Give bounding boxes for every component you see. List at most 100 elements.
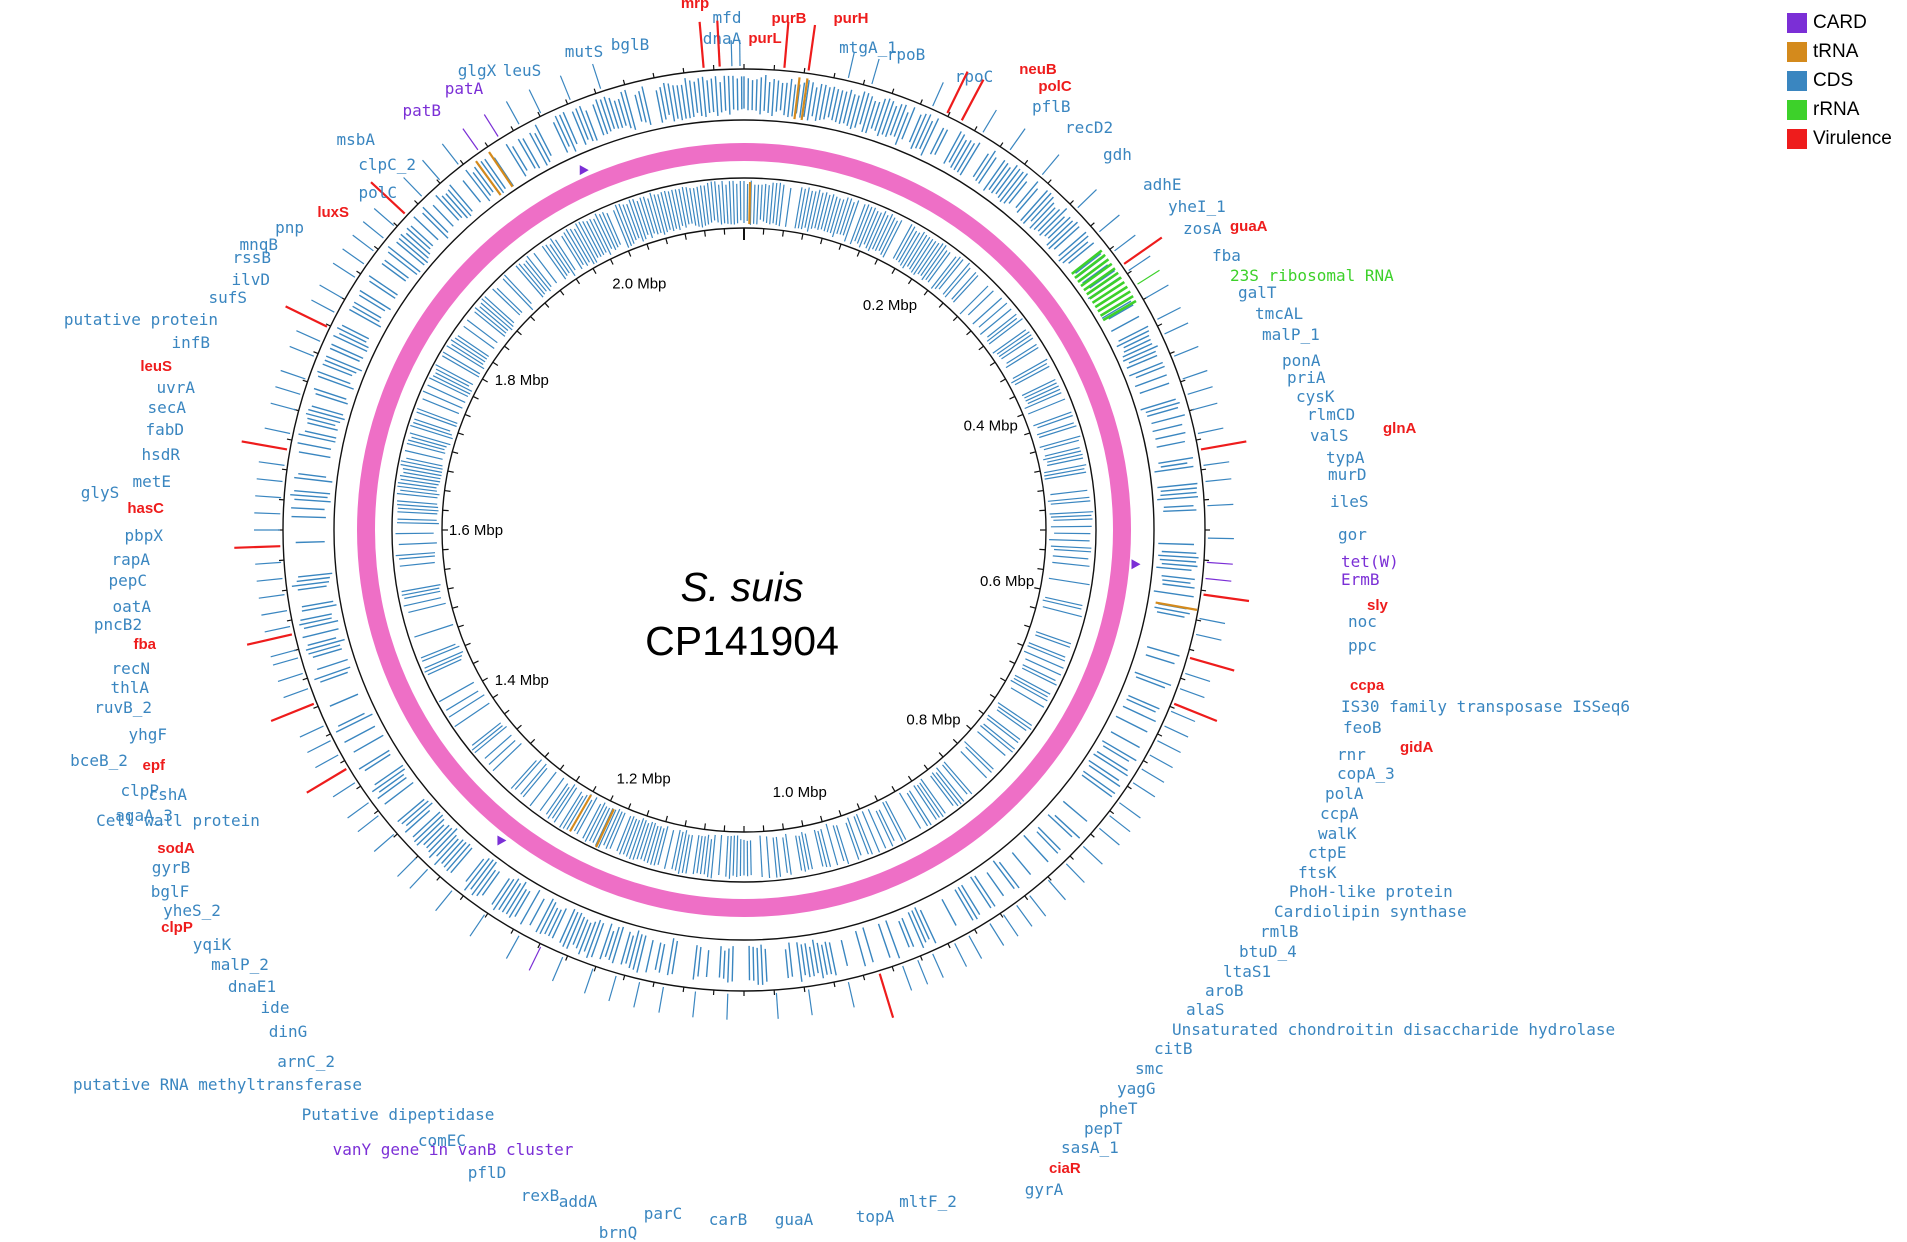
cds-mark (943, 131, 962, 164)
cds-mark (335, 713, 373, 733)
cds-mark (505, 143, 527, 177)
inner-tick (782, 823, 785, 830)
cds-mark (898, 920, 910, 948)
cds-mark (1028, 642, 1066, 658)
gene-label: mfd (713, 8, 742, 27)
gene-label: gidA (1400, 739, 1433, 756)
gene-label: comEC (418, 1131, 466, 1150)
cds-mark (303, 620, 339, 630)
cds-mark (344, 725, 376, 744)
cds-mark (457, 335, 490, 357)
gene-leader-line (241, 440, 288, 451)
cds-mark (369, 280, 396, 299)
cds-mark (990, 166, 1011, 194)
inner-tick (457, 432, 464, 436)
cds-mark (759, 835, 763, 878)
outer-tick (1196, 438, 1202, 441)
cds-mark (920, 243, 944, 277)
cds-mark (1027, 645, 1066, 662)
cds-mark (1043, 450, 1082, 461)
cds-mark (1044, 216, 1065, 237)
inner-tick (1029, 451, 1036, 454)
cds-mark (1044, 468, 1085, 477)
cds-mark (961, 884, 981, 915)
legend-label: Virulence (1813, 127, 1892, 149)
cds-mark (875, 810, 894, 847)
gene-leader-line (1149, 754, 1173, 769)
cds-mark (445, 690, 479, 711)
cds-mark (650, 826, 662, 865)
cds-mark (1037, 209, 1061, 232)
outer-tick (393, 222, 398, 227)
outer-tick (356, 785, 362, 790)
cds-mark (1101, 300, 1132, 319)
legend-label: rRNA (1813, 98, 1860, 120)
gene-label: pnp (275, 218, 304, 237)
cds-mark (474, 307, 507, 334)
cds-mark (1027, 388, 1061, 405)
scale-label: 1.0 Mbp (773, 784, 827, 801)
cds-mark (763, 74, 767, 111)
gene-label: ponA (1282, 351, 1321, 370)
legend-swatch-trna (1787, 41, 1807, 62)
inner-tick (801, 233, 804, 240)
gene-leader-line (1041, 154, 1060, 175)
gene-label: dnaA (703, 29, 742, 48)
cds-mark (787, 78, 793, 118)
outer-tick (833, 72, 836, 78)
gene-label: polA (1325, 784, 1364, 803)
cds-mark (470, 859, 494, 890)
gene-label: recN (111, 659, 150, 678)
cds-mark (1145, 654, 1175, 665)
scale-label: 2.0 Mbp (612, 275, 666, 292)
gene-leader-line (1077, 189, 1097, 209)
inner-tick (978, 345, 984, 351)
cds-mark (1157, 482, 1198, 489)
cds-mark (892, 224, 913, 259)
cds-mark (603, 808, 621, 846)
cds-mark (930, 775, 954, 806)
gene-leader-line (1145, 284, 1169, 299)
outer-tick (1109, 245, 1115, 250)
gene-label: Putative dipeptidase (302, 1105, 495, 1124)
gene-label: gyrA (1025, 1180, 1064, 1199)
inner-tick (966, 330, 972, 336)
outer-tick (537, 111, 541, 117)
inner-tick (1034, 470, 1041, 473)
outer-tick (281, 589, 288, 592)
gene-label: ruvB_2 (94, 698, 152, 717)
inner-tick (782, 230, 785, 237)
cds-mark (432, 204, 454, 227)
cds-mark (320, 671, 348, 683)
cds-mark (653, 194, 666, 235)
gene-label: pheT (1099, 1099, 1138, 1118)
gene-label: thlA (110, 678, 149, 697)
cds-mark (337, 712, 365, 727)
cds-mark (404, 449, 443, 460)
inner-tick (472, 660, 479, 665)
cds-mark (446, 843, 471, 872)
cds-mark (1016, 188, 1039, 213)
gene-label: malP_1 (1262, 325, 1320, 344)
cds-mark (1140, 398, 1176, 411)
cds-mark (1048, 577, 1090, 586)
gene-label: PhoH-like protein (1289, 882, 1453, 901)
gene-label: rpoB (887, 45, 926, 64)
cds-mark (1048, 221, 1078, 250)
cds-mark (632, 199, 647, 240)
cds-mark (582, 221, 602, 257)
inner-tick (801, 820, 804, 827)
cds-mark (865, 212, 882, 249)
gene-leader-line (258, 461, 285, 466)
cds-mark (446, 345, 485, 370)
gene-label: clpC_2 (358, 155, 416, 174)
cds-mark (667, 191, 678, 229)
cds-mark (1021, 667, 1057, 686)
cds-mark (496, 287, 523, 314)
outer-tick (803, 986, 806, 993)
inner-tick (703, 230, 706, 237)
cds-mark (294, 498, 331, 503)
cds-mark (854, 204, 870, 242)
gene-leader-line (692, 991, 697, 1018)
gene-label: patA (445, 79, 484, 98)
